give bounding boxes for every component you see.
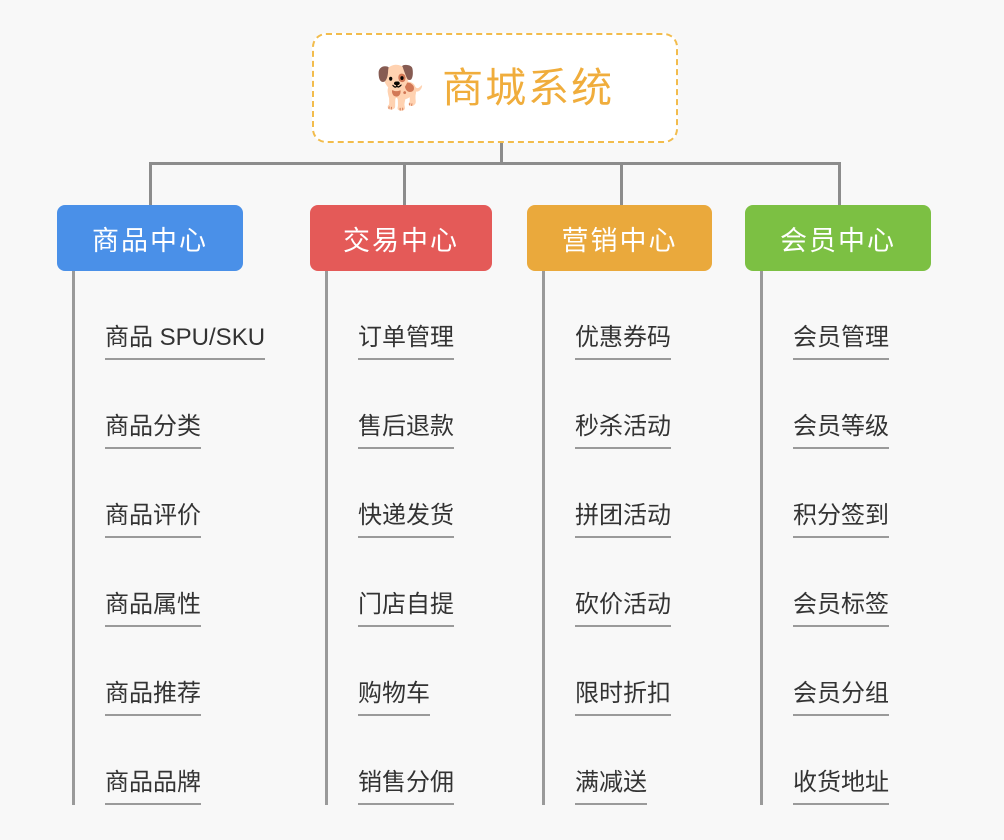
leaf-item[interactable]: 门店自提	[325, 538, 492, 627]
leaf-item-label: 优惠券码	[575, 324, 671, 360]
leaf-item-label: 商品 SPU/SKU	[105, 324, 266, 360]
leaf-item[interactable]: 快递发货	[325, 449, 492, 538]
branch-header-label: 商品中心	[92, 225, 208, 256]
branch-column-member-center: 会员中心 会员管理 会员等级 积分签到 会员标签 会员分组 收货地址	[745, 205, 931, 805]
leaf-item-label: 限时折扣	[575, 680, 671, 716]
branch-header-label: 交易中心	[343, 225, 459, 256]
leaf-item[interactable]: 会员管理	[760, 271, 931, 360]
leaf-item[interactable]: 会员等级	[760, 360, 931, 449]
leaf-item-label: 门店自提	[358, 591, 454, 627]
leaf-item[interactable]: 秒杀活动	[542, 360, 712, 449]
leaf-item[interactable]: 订单管理	[325, 271, 492, 360]
branch-items-marketing-center: 优惠券码 秒杀活动 拼团活动 砍价活动 限时折扣 满减送	[527, 271, 712, 805]
leaf-item[interactable]: 商品品牌	[72, 716, 243, 805]
leaf-item-label: 商品分类	[105, 413, 201, 449]
branch-header-label: 营销中心	[561, 225, 678, 256]
branch-header-product-center[interactable]: 商品中心	[57, 205, 243, 271]
connector-drop-4	[838, 162, 841, 205]
branch-column-trade-center: 交易中心 订单管理 售后退款 快递发货 门店自提 购物车 销售分佣	[310, 205, 492, 805]
branch-spine	[325, 271, 328, 805]
leaf-item[interactable]: 销售分佣	[325, 716, 492, 805]
connector-drop-2	[403, 162, 406, 205]
branch-items-member-center: 会员管理 会员等级 积分签到 会员标签 会员分组 收货地址	[745, 271, 931, 805]
leaf-item-label: 满减送	[575, 769, 647, 805]
leaf-item-label: 会员等级	[793, 413, 889, 449]
leaf-item-label: 会员标签	[793, 591, 889, 627]
leaf-item-label: 订单管理	[358, 324, 454, 360]
root-node-mall-system[interactable]: 🐕 商城系统	[312, 33, 678, 143]
leaf-item[interactable]: 商品分类	[72, 360, 243, 449]
leaf-item-label: 拼团活动	[575, 502, 671, 538]
branch-header-trade-center[interactable]: 交易中心	[310, 205, 492, 271]
leaf-item-label: 商品属性	[105, 591, 201, 627]
leaf-item[interactable]: 商品评价	[72, 449, 243, 538]
leaf-item[interactable]: 收货地址	[760, 716, 931, 805]
branch-header-label: 会员中心	[780, 225, 896, 256]
leaf-item-label: 会员分组	[793, 680, 889, 716]
leaf-item[interactable]: 售后退款	[325, 360, 492, 449]
leaf-item-label: 快递发货	[358, 502, 454, 538]
leaf-item-label: 售后退款	[358, 413, 454, 449]
branch-header-member-center[interactable]: 会员中心	[745, 205, 931, 271]
branch-spine	[542, 271, 545, 805]
branch-items-product-center: 商品 SPU/SKU 商品分类 商品评价 商品属性 商品推荐 商品品牌	[57, 271, 266, 805]
leaf-item[interactable]: 拼团活动	[542, 449, 712, 538]
branch-column-marketing-center: 营销中心 优惠券码 秒杀活动 拼团活动 砍价活动 限时折扣 满减送	[527, 205, 712, 805]
leaf-item-label: 商品推荐	[105, 680, 201, 716]
leaf-item-label: 会员管理	[793, 324, 889, 360]
leaf-item[interactable]: 满减送	[542, 716, 712, 805]
branch-items-trade-center: 订单管理 售后退款 快递发货 门店自提 购物车 销售分佣	[310, 271, 492, 805]
leaf-item[interactable]: 商品属性	[72, 538, 243, 627]
shiba-dog-face-icon: 🐕	[375, 64, 429, 111]
branch-column-product-center: 商品中心 商品 SPU/SKU 商品分类 商品评价 商品属性 商品推荐 商品品牌	[57, 205, 266, 805]
leaf-item[interactable]: 砍价活动	[542, 538, 712, 627]
leaf-item-label: 销售分佣	[358, 769, 454, 805]
leaf-item[interactable]: 积分签到	[760, 449, 931, 538]
connector-root-stem	[500, 143, 503, 165]
leaf-item[interactable]: 商品 SPU/SKU	[72, 271, 266, 360]
branch-header-marketing-center[interactable]: 营销中心	[527, 205, 712, 271]
leaf-item[interactable]: 会员分组	[760, 627, 931, 716]
leaf-item-label: 收货地址	[793, 769, 889, 805]
leaf-item[interactable]: 会员标签	[760, 538, 931, 627]
branch-spine	[760, 271, 763, 805]
connector-drop-3	[620, 162, 623, 205]
connector-horizontal-bus	[149, 162, 841, 165]
root-node-title: 商城系统	[442, 64, 615, 111]
leaf-item[interactable]: 优惠券码	[542, 271, 712, 360]
leaf-item[interactable]: 限时折扣	[542, 627, 712, 716]
leaf-item-label: 积分签到	[793, 502, 889, 538]
connector-drop-1	[149, 162, 152, 205]
leaf-item-label: 商品评价	[105, 502, 201, 538]
leaf-item-label: 购物车	[358, 680, 430, 716]
leaf-item[interactable]: 商品推荐	[72, 627, 243, 716]
leaf-item-label: 商品品牌	[105, 769, 201, 805]
leaf-item[interactable]: 购物车	[325, 627, 492, 716]
leaf-item-label: 砍价活动	[575, 591, 671, 627]
branch-spine	[72, 271, 75, 805]
leaf-item-label: 秒杀活动	[575, 413, 671, 449]
